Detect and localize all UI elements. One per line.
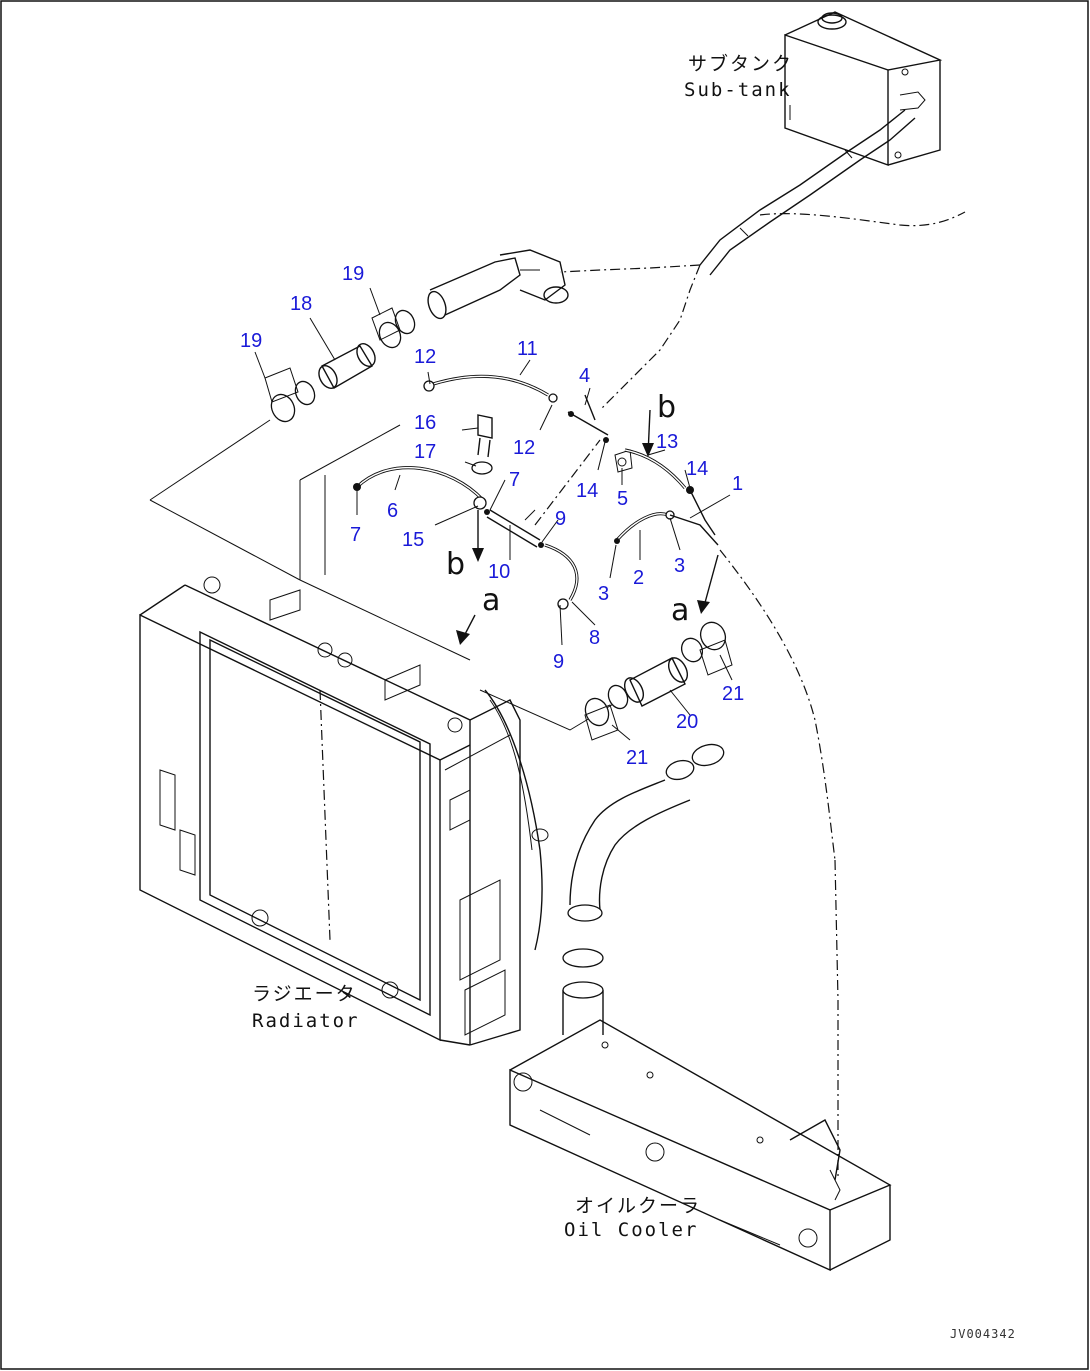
callout-7: 7 (350, 524, 361, 546)
callout-numbers: 1 2 3 3 4 5 6 7 7 8 9 9 10 11 12 12 13 1… (240, 263, 744, 769)
callout-1: 1 (732, 473, 743, 495)
callout-21: 21 (722, 683, 744, 705)
callout-9: 9 (555, 508, 566, 530)
drawing-id: JV004342 (950, 1327, 1016, 1341)
hose-network (353, 374, 839, 1180)
callout-21: 21 (626, 747, 648, 769)
callout-14: 14 (576, 480, 598, 502)
callout-17: 17 (414, 441, 436, 463)
oil-cooler-label-jp: オイルクーラ (575, 1195, 701, 1217)
hose-20-clamps-21 (584, 621, 733, 741)
callout-14: 14 (686, 458, 708, 480)
upper-pipe-drawing (427, 249, 569, 320)
view-letter-a-center: a (482, 583, 500, 618)
sub-tank-label-jp: サブタンク (688, 52, 793, 75)
callout-20: 20 (676, 711, 698, 733)
callout-16: 16 (414, 412, 436, 434)
oil-cooler-label-en: Oil Cooler (564, 1219, 698, 1241)
callout-8: 8 (589, 627, 600, 649)
oil-cooler-drawing (509, 1019, 892, 1272)
callout-9: 9 (553, 651, 564, 673)
radiator-label-en: Radiator (252, 1010, 360, 1032)
callout-18: 18 (290, 293, 312, 315)
radiator-top-plate (149, 419, 621, 731)
radiator-drawing (139, 576, 549, 1046)
view-arrows (456, 409, 719, 645)
callout-3: 3 (598, 583, 609, 605)
callout-7: 7 (509, 469, 520, 491)
callout-5: 5 (617, 488, 628, 510)
sub-tank-label-en: Sub-tank (684, 79, 792, 101)
leader-lines (254, 287, 733, 741)
callout-4: 4 (579, 365, 590, 387)
callout-19: 19 (240, 330, 262, 352)
view-letter-b-right: b (657, 390, 676, 425)
callout-19: 19 (342, 263, 364, 285)
callout-6: 6 (387, 500, 398, 522)
callout-12: 12 (513, 437, 535, 459)
callout-15: 15 (402, 529, 424, 551)
callout-11: 11 (517, 338, 538, 360)
component-labels: サブタンク Sub-tank ラジエータ Radiator オイルクーラ Oil… (252, 52, 1016, 1341)
callout-13: 13 (656, 431, 678, 453)
callout-2: 2 (633, 567, 644, 589)
sub-tank-hoses (559, 109, 966, 411)
callout-10: 10 (488, 561, 510, 583)
sub-tank-drawing (784, 11, 943, 166)
lower-elbow-hose (562, 743, 725, 1035)
radiator-label-jp: ラジエータ (252, 983, 357, 1005)
hose-18-clamps-19 (264, 307, 416, 423)
view-letter-b-left: b (446, 547, 465, 582)
view-letters: b b a a (446, 390, 689, 628)
view-letter-a-right: a (671, 593, 689, 628)
callout-12: 12 (414, 346, 436, 368)
callout-3: 3 (674, 555, 685, 577)
